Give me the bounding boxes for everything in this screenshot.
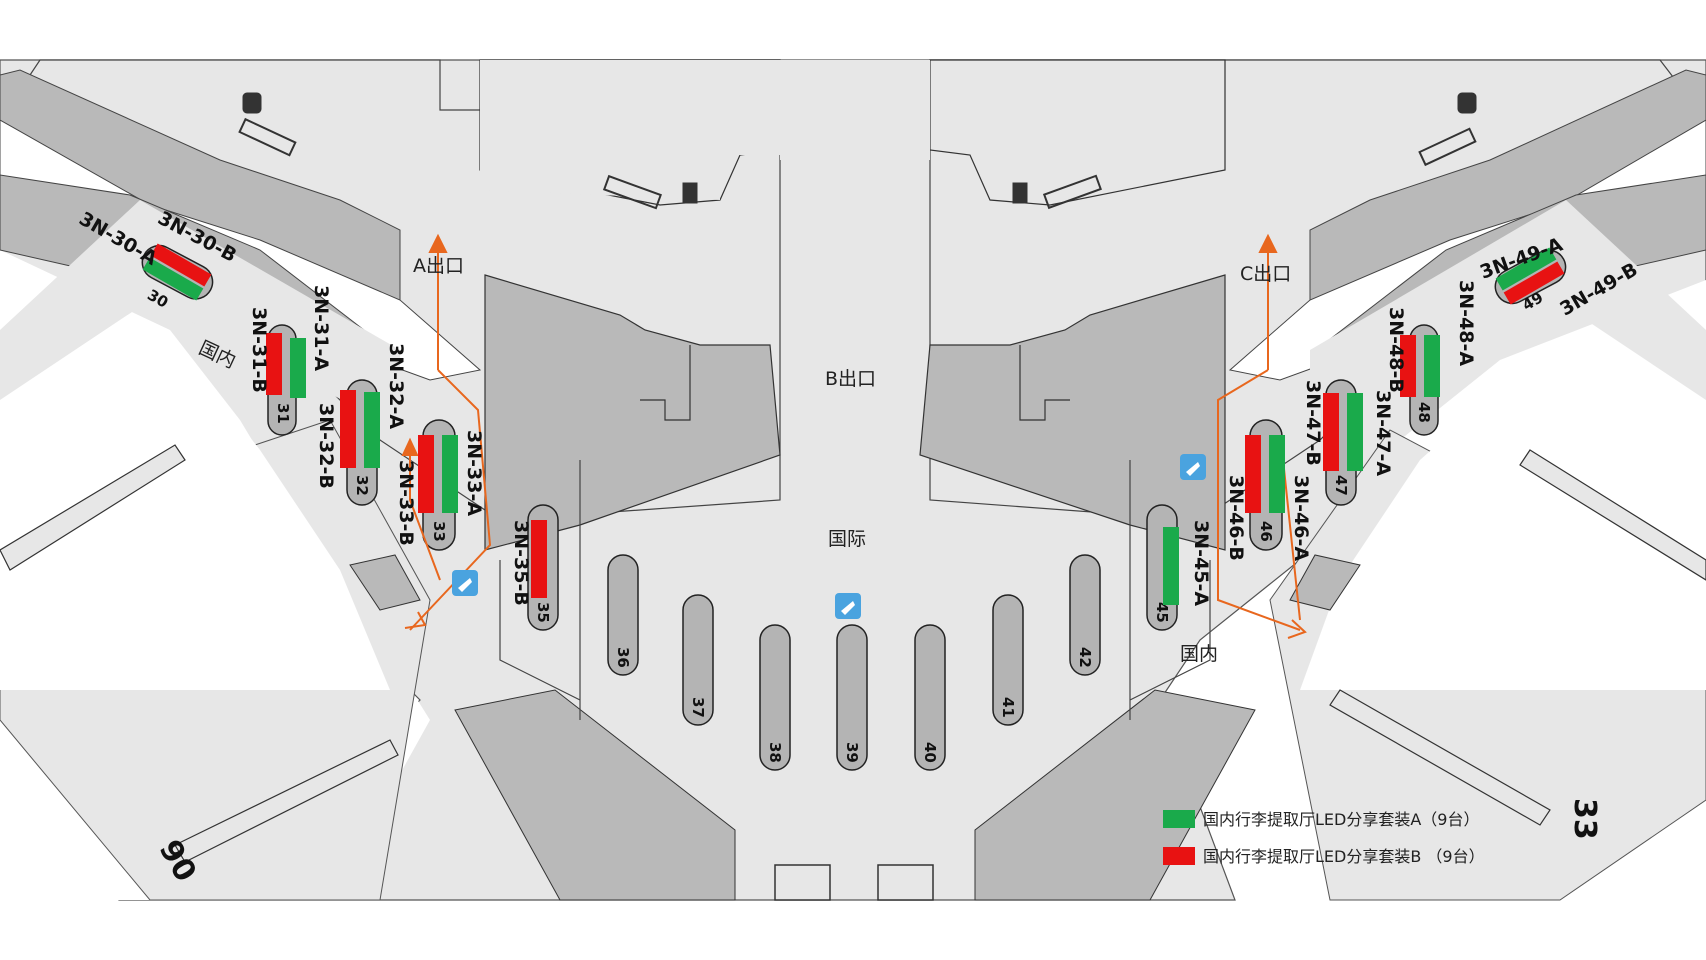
- center-block-right: [919, 274, 1226, 551]
- route-left: [401, 233, 492, 631]
- led-3n-45-a: [1163, 527, 1179, 605]
- carousel-40: [914, 624, 946, 771]
- carousel-number: 36: [614, 647, 632, 668]
- led-3n-30-b: [150, 243, 212, 287]
- legend-label-a: 国内行李提取厅LED分享套装A（9台）: [1203, 810, 1479, 829]
- led-label: 3N-32-A: [385, 343, 407, 429]
- center-hall-outline: [499, 460, 1211, 720]
- exit-a-label: A出口: [413, 255, 464, 277]
- led-label: 3N-48-B: [1385, 307, 1407, 393]
- domestic-label-right: 国内: [1180, 643, 1218, 665]
- led-3n-32-a: [364, 392, 380, 468]
- bridge-left-lower: [174, 739, 399, 863]
- service-icon: [452, 570, 478, 596]
- led-3n-30-a: [142, 257, 204, 301]
- carousel-number: 40: [921, 742, 939, 763]
- carousel-number: 32: [353, 475, 371, 496]
- led-label: 3N-46-A: [1290, 475, 1312, 561]
- exit-b-label: B出口: [825, 368, 876, 390]
- carousel-numbers: 30 31 32 33 35 36 37 38 39 40 41 42 45 4…: [144, 286, 1546, 763]
- carousel-number: 37: [689, 697, 707, 718]
- led-3n-46-b: [1245, 435, 1261, 513]
- led-3n-33-b: [418, 435, 434, 513]
- led-3n-48-a: [1424, 335, 1440, 397]
- small-block-right: [1289, 554, 1361, 611]
- international-label: 国际: [828, 528, 866, 550]
- bottom-wedge-left: [454, 689, 736, 901]
- led-3n-31-a: [290, 338, 306, 398]
- led-3n-49-b: [1503, 261, 1565, 305]
- bottom-door-left: [774, 864, 831, 901]
- led-units: [142, 243, 1565, 605]
- led-3n-47-b: [1323, 393, 1339, 471]
- carousel-number: 47: [1332, 475, 1350, 496]
- led-label: 3N-33-B: [395, 460, 417, 546]
- led-label: 3N-47-A: [1372, 390, 1394, 476]
- route-right: [1217, 233, 1307, 639]
- led-label: 3N-47-B: [1302, 380, 1324, 466]
- service-icon: [835, 593, 861, 619]
- bridge-right-lower: [1329, 689, 1551, 826]
- carousel-37: [682, 594, 714, 726]
- carousel-38: [759, 624, 791, 771]
- left-corridor: [480, 60, 780, 200]
- carousel-41: [992, 594, 1024, 726]
- led-label: 3N-35-B: [510, 520, 532, 606]
- carousel-number: 42: [1076, 647, 1094, 668]
- legend: 国内行李提取厅LED分享套装A（9台） 国内行李提取厅LED分享套装B （9台）: [1163, 810, 1485, 866]
- carousel-number: 41: [999, 697, 1017, 718]
- exit-c-label: C出口: [1240, 263, 1291, 285]
- led-label: 3N-45-A: [1190, 520, 1212, 606]
- bottom-wedge-right: [974, 689, 1256, 901]
- led-3n-31-b: [266, 333, 282, 395]
- led-label: 3N-32-B: [315, 403, 337, 489]
- carousel-number: 35: [534, 602, 552, 623]
- left-white-wedge: [0, 270, 390, 690]
- legend-swatch-a: [1163, 810, 1195, 828]
- led-3n-33-a: [442, 435, 458, 513]
- led-3n-49-a: [1495, 247, 1557, 291]
- led-3n-48-b: [1400, 335, 1416, 397]
- center-notch-right: [1019, 345, 1070, 421]
- carousel-number: 39: [843, 742, 861, 763]
- led-3n-46-a: [1269, 435, 1285, 513]
- gate-number-right: 33: [1567, 798, 1602, 840]
- carousel-number: 31: [274, 403, 292, 424]
- center-block-left: [484, 274, 781, 551]
- carousel-number: 38: [766, 742, 784, 763]
- center-column: [780, 60, 930, 160]
- right-white-wedge: [1300, 300, 1706, 690]
- legend-swatch-b: [1163, 847, 1195, 865]
- carousel-42: [1069, 554, 1101, 676]
- bottom-door-right: [877, 864, 934, 901]
- led-label: 3N-33-A: [463, 430, 485, 516]
- carousel-number: 33: [430, 521, 448, 542]
- legend-label-b: 国内行李提取厅LED分享套装B （9台）: [1203, 847, 1485, 866]
- led-3n-47-a: [1347, 393, 1363, 471]
- led-label: 3N-31-B: [248, 307, 270, 393]
- top-devices: [238, 92, 1477, 210]
- led-3n-32-b: [340, 390, 356, 468]
- service-icon: [1180, 454, 1206, 480]
- led-label: 3N-48-A: [1455, 280, 1477, 366]
- bridge-left-upper: [0, 444, 186, 571]
- led-label: 3N-46-B: [1225, 475, 1247, 561]
- carousel-number: 48: [1415, 402, 1433, 423]
- bridge-right-upper: [1519, 449, 1706, 581]
- center-notch-left: [640, 345, 691, 421]
- led-3n-35-b: [531, 520, 547, 598]
- carousel-36: [607, 554, 639, 676]
- carousel-number: 46: [1257, 521, 1275, 542]
- carousel-39: [836, 624, 868, 771]
- led-label: 3N-31-A: [310, 285, 332, 371]
- small-block-left: [349, 554, 421, 611]
- carousel-number: 45: [1153, 602, 1171, 623]
